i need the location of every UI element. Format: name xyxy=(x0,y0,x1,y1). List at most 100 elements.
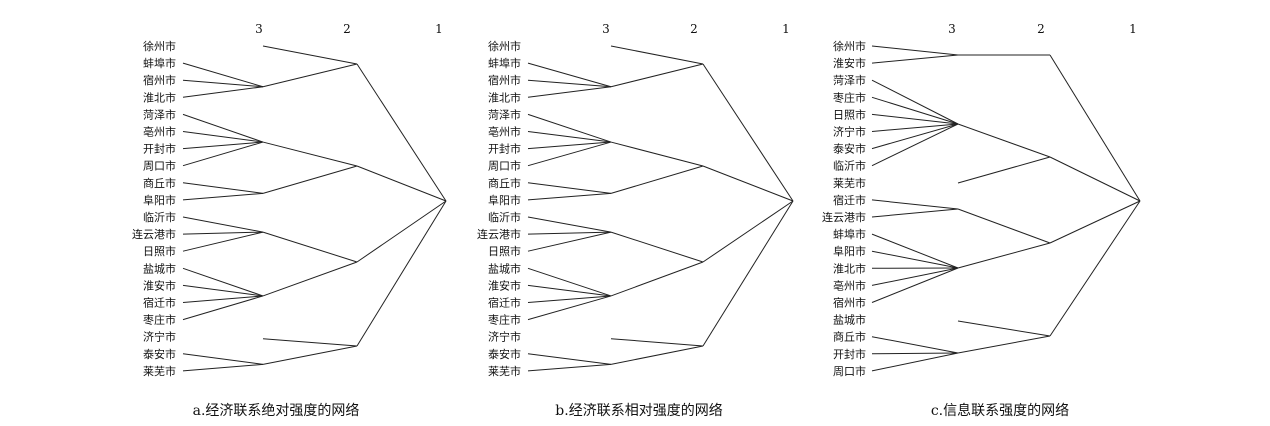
panel-b-edge-l2-root xyxy=(702,165,794,202)
panel-c-leaf-label: 亳州市 xyxy=(833,278,866,292)
panel-a-edge-leaf-l3 xyxy=(182,353,264,365)
panel-b-edge-leaf-l3 xyxy=(527,216,612,233)
panel-b-edge-l3-l2 xyxy=(610,45,704,65)
panel-b-leaf-label: 阜阳市 xyxy=(488,193,521,207)
panel-b-edge-leaf-l3 xyxy=(527,86,612,98)
panel-b-edge-leaf-l3 xyxy=(527,141,612,150)
panel-c-edge-leaf-l3 xyxy=(871,79,959,125)
panel-c-edge-leaf-l3 xyxy=(871,123,959,132)
panel-c-edge-leaf-l3 xyxy=(871,208,959,218)
panel-c-edge-leaf-l3 xyxy=(871,54,959,64)
panel-b-caption: b.经济联系相对强度的网络 xyxy=(555,403,722,419)
panel-c-leaf-label: 阜阳市 xyxy=(833,244,866,258)
panel-c-leaf-label: 宿迁市 xyxy=(833,193,866,207)
panel-a-edge-l3-l2 xyxy=(262,141,358,167)
panel-a-edge-l3-l2 xyxy=(262,45,358,65)
panel-a-edge-leaf-l3 xyxy=(182,295,264,303)
panel-b-level-label-2: 2 xyxy=(690,22,698,36)
panel-c-edge-leaf-l3 xyxy=(871,199,959,210)
panel-b-edge-leaf-l3 xyxy=(527,363,612,372)
panel-a-edge-leaf-l3 xyxy=(182,231,264,235)
panel-c-edge-leaf-l3 xyxy=(871,267,959,303)
panel-b-edge-l3-l2 xyxy=(610,231,704,263)
panel-b-leaf-label: 开封市 xyxy=(488,142,521,156)
panel-a-edge-l3-l2 xyxy=(262,261,358,297)
panel-c-leaf-label: 淮北市 xyxy=(833,261,866,275)
panel-a-edge-l2-root xyxy=(356,63,447,202)
panel-a-edge-leaf-l3 xyxy=(182,182,264,194)
panel-c-level-label-2: 2 xyxy=(1037,22,1045,36)
panel-c-edge-l2-root xyxy=(1049,200,1141,337)
panel-c-leaf-label: 蚌埠市 xyxy=(833,227,866,241)
panel-c-edge-leaf-l3 xyxy=(871,352,959,355)
panel-b-level-label-3: 3 xyxy=(602,22,610,36)
panel-b-leaf-label: 周口市 xyxy=(488,159,521,173)
panel-b-edge-leaf-l3 xyxy=(527,62,612,88)
panel-a-level-label-1: 1 xyxy=(435,22,443,36)
panel-a-edge-l3-l2 xyxy=(262,345,358,365)
panel-c-edge-leaf-l3 xyxy=(871,250,959,269)
panel-b-edge-leaf-l3 xyxy=(527,353,612,365)
panel-a-leaf-label: 枣庄市 xyxy=(143,313,176,327)
panel-b-leaf-label: 亳州市 xyxy=(488,125,521,139)
panel-a-leaf-label: 连云港市 xyxy=(132,227,176,241)
panel-b-leaf-label: 淮北市 xyxy=(488,90,521,104)
panel-c-edge-l3-l2 xyxy=(957,335,1051,354)
panel-a-leaf-label: 菏泽市 xyxy=(143,107,176,121)
panel-b-edge-leaf-l3 xyxy=(527,182,612,194)
panel-c-leaf-label: 周口市 xyxy=(833,364,866,378)
panel-b-leaf-label: 蚌埠市 xyxy=(488,56,521,70)
panel-a-edge-leaf-l3 xyxy=(182,363,264,372)
panel-b-leaf-label: 菏泽市 xyxy=(488,107,521,121)
panel-b-edge-leaf-l3 xyxy=(527,295,612,321)
panel-a-edge-leaf-l3 xyxy=(182,86,264,98)
panel-c-leaf-label: 临沂市 xyxy=(833,159,866,173)
panel-c-edge-leaf-l3 xyxy=(871,123,959,167)
panel-a-leaf-label: 盐城市 xyxy=(143,261,176,275)
panel-b-edge-l3-l2 xyxy=(610,345,704,365)
panel-a-edge-leaf-l3 xyxy=(182,295,264,321)
panel-b-edge-l2-root xyxy=(702,200,794,263)
panel-a-leaf-label: 亳州市 xyxy=(143,125,176,139)
panel-b-leaf-label: 盐城市 xyxy=(488,261,521,275)
panel-b-leaf-label: 济宁市 xyxy=(488,330,521,344)
panel-a-leaf-label: 宿州市 xyxy=(143,73,176,87)
panel-b-leaf-label: 枣庄市 xyxy=(488,313,521,327)
panel-c-leaf-label: 菏泽市 xyxy=(833,73,866,87)
panel-a-leaf-label: 商丘市 xyxy=(143,176,176,190)
panel-c-caption: c.信息联系强度的网络 xyxy=(931,402,1069,419)
panel-a-edge-leaf-l3 xyxy=(182,113,264,143)
panel-a-edge-leaf-l3 xyxy=(182,231,264,252)
panel-b-edge-leaf-l3 xyxy=(527,284,612,297)
panel-b-edge-l2-root xyxy=(702,63,794,202)
panel-b-leaf-label: 日照市 xyxy=(488,244,521,258)
panel-c-leaf-label: 宿州市 xyxy=(833,296,866,310)
panel-c-edge-l3-l2 xyxy=(957,123,1051,158)
panel-a-leaf-label: 泰安市 xyxy=(143,347,176,361)
panel-c-edge-leaf-l3 xyxy=(871,233,959,269)
panel-a-edge-l2-root xyxy=(356,200,447,263)
panel-c-leaf-label: 枣庄市 xyxy=(833,90,866,104)
panel-b-edge-leaf-l3 xyxy=(527,267,612,297)
panel-a-edge-leaf-l3 xyxy=(182,131,264,143)
panel-c-leaf-label: 商丘市 xyxy=(833,330,866,344)
panel-b-leaf-label: 淮安市 xyxy=(488,278,521,292)
panel-a-leaf-label: 淮北市 xyxy=(143,90,176,104)
panel-b-edge-leaf-l3 xyxy=(527,131,612,143)
panel-b-leaf-label: 泰安市 xyxy=(488,347,521,361)
panel-c-leaf-label: 徐州市 xyxy=(833,39,866,53)
panel-b-leaf-label: 连云港市 xyxy=(477,227,521,241)
panel-c-edge-leaf-l3 xyxy=(871,352,959,372)
panel-b-edge-leaf-l3 xyxy=(527,79,612,88)
panel-a-level-label-2: 2 xyxy=(343,22,351,36)
panel-a-leaf-label: 阜阳市 xyxy=(143,193,176,207)
panel-b-edge-l3-l2 xyxy=(610,165,704,194)
panel-a-edge-leaf-l3 xyxy=(182,141,264,150)
panel-b-leaf-label: 临沂市 xyxy=(488,210,521,224)
panel-a-leaf-label: 济宁市 xyxy=(143,330,176,344)
panel-c-edge-l2-root xyxy=(1049,54,1141,202)
panel-c-leaf-label: 济宁市 xyxy=(833,125,866,139)
panel-c-leaf-label: 泰安市 xyxy=(833,142,866,156)
